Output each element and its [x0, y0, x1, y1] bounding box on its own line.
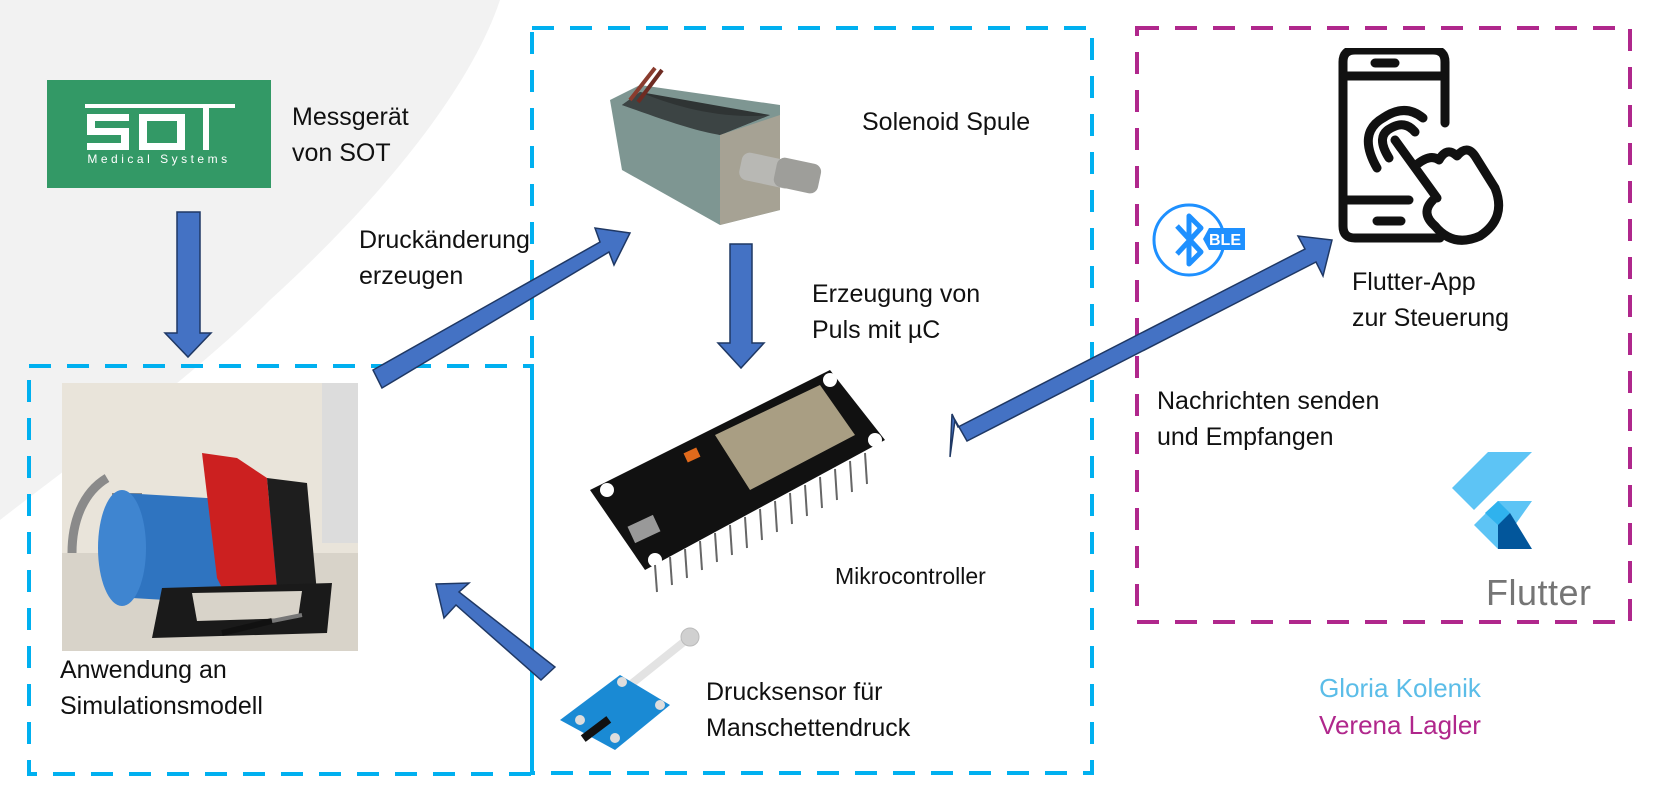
pressure-change-line1: Druckänderung [359, 226, 530, 254]
messages-label-line1: Nachrichten senden [1157, 387, 1380, 415]
pulse-label: Erzeugung von Puls mit µC [812, 276, 980, 348]
arrow-sot-to-model [163, 211, 213, 359]
sot-label-line1: Messgerät [292, 103, 409, 131]
arrow-model-to-solenoid [372, 227, 632, 390]
pressure-change-label: Druckänderung erzeugen [359, 222, 530, 294]
microcontroller-image [590, 370, 885, 593]
app-group-box [1135, 26, 1632, 624]
sensor-label: Drucksensor für Manschettendruck [706, 674, 910, 746]
sot-label-line2: von SOT [292, 139, 391, 167]
sot-logo: Medical Systems [47, 80, 271, 188]
simulation-label-line2: Simulationsmodell [60, 692, 263, 720]
simulation-label-line1: Anwendung an [60, 656, 227, 684]
arrow-mcu-app-bidirectional [949, 235, 1333, 458]
arrow-solenoid-to-mcu [716, 243, 766, 370]
arrow-sensor-to-model [435, 582, 557, 682]
sot-subtitle: Medical Systems [87, 152, 231, 166]
bluetooth-ble-icon: BLE [1152, 203, 1245, 277]
pressure-change-line2: erzeugen [359, 262, 464, 290]
solenoid-label: Solenoid Spule [862, 108, 1031, 136]
solenoid-image [610, 66, 822, 225]
messages-label: Nachrichten senden und Empfangen [1157, 383, 1379, 455]
sot-label: Messgerät von SOT [292, 99, 409, 171]
sensor-label-line1: Drucksensor für [706, 678, 883, 706]
simulation-label: Anwendung an Simulationsmodell [60, 652, 263, 724]
simulation-group-box [27, 364, 534, 776]
flutter-wordmark: Flutter [1486, 572, 1592, 613]
smartphone-touch-icon [1338, 48, 1504, 245]
pulse-label-line2: Puls mit µC [812, 316, 941, 344]
flutter-logo-icon [1452, 452, 1532, 549]
ble-badge-text: BLE [1209, 232, 1241, 249]
sensor-label-line2: Manschettendruck [706, 714, 911, 742]
pressure-sensor-image [560, 627, 700, 750]
microcontroller-label: Mikrocontroller [835, 563, 986, 589]
author-2: Verena Lagler [1319, 710, 1481, 740]
simulation-model-photo [62, 383, 358, 651]
sot-letters-icon [85, 104, 235, 150]
author-1: Gloria Kolenik [1319, 673, 1481, 703]
app-label-line2: zur Steuerung [1352, 304, 1510, 332]
pulse-label-line1: Erzeugung von [812, 280, 981, 308]
messages-label-line2: und Empfangen [1157, 423, 1334, 451]
app-label: Flutter-App zur Steuerung [1352, 264, 1509, 336]
app-label-line1: Flutter-App [1352, 268, 1476, 296]
hardware-group-box [530, 26, 1094, 775]
